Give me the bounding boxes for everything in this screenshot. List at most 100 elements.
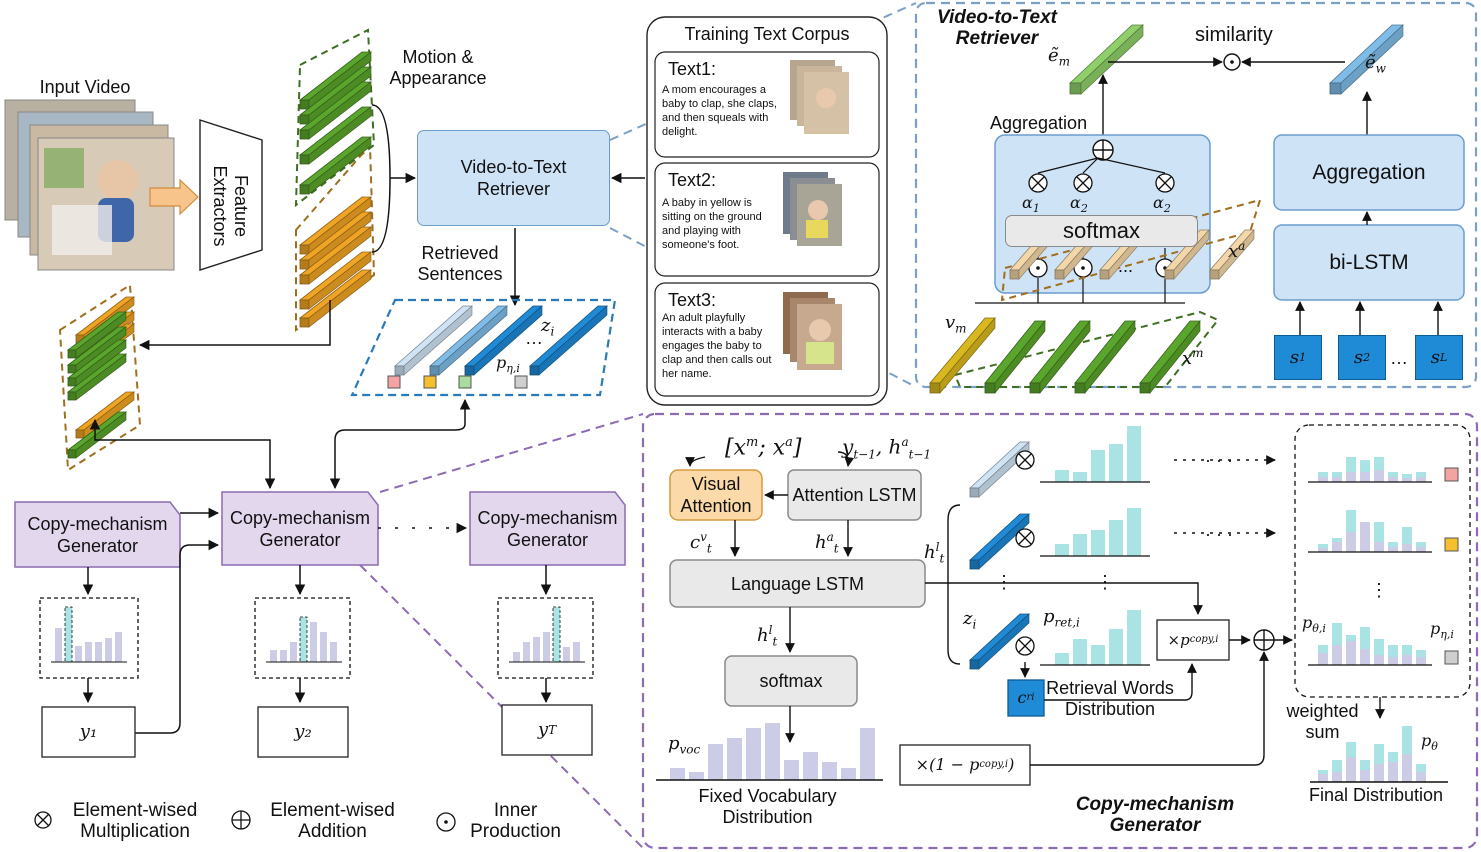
input-video-label: Input Video	[39, 77, 131, 97]
combined-motion-bar	[66, 353, 128, 401]
final-marker-gray	[1444, 650, 1459, 665]
final-lavender-bar	[1360, 649, 1370, 665]
input-video-frames	[4, 99, 175, 271]
final-lavender-bar	[1346, 641, 1356, 665]
mini-dist-highlight	[552, 606, 561, 663]
final-distribution-label: Final Distribution	[1308, 785, 1444, 805]
vocab-bar	[765, 723, 780, 780]
retrieval-word-bar	[1055, 544, 1069, 556]
mini-dist-bar	[280, 650, 287, 662]
corpus-thumbnails	[783, 60, 849, 370]
output-y1: y₁	[79, 721, 98, 742]
final-lavender-bar	[1318, 477, 1328, 482]
multiply-icon	[1155, 173, 1175, 193]
vm-bar	[929, 317, 996, 394]
mini-dist-bar	[320, 632, 327, 662]
softmax-copy-label: softmax	[759, 671, 823, 691]
xa-label: xa	[1228, 239, 1246, 262]
mini-dist-bar	[310, 622, 317, 662]
ctv-label: cvt	[690, 530, 712, 556]
xm-bar	[1139, 320, 1201, 394]
combined-motion-bar	[66, 326, 128, 374]
legend-inner-label: Inner Production	[470, 800, 561, 842]
motion-features	[298, 51, 373, 195]
generator-2-shape	[221, 491, 379, 566]
final-dist-lavender-bar	[1416, 772, 1426, 782]
alpha1: α1	[1022, 193, 1040, 216]
final-lavender-bar	[1332, 542, 1342, 552]
feature-extractors-label: Feature Extractors	[210, 165, 251, 247]
vocab-bar	[746, 728, 761, 780]
mini-dist-highlight	[64, 606, 73, 663]
retrieved-sentence-bar	[528, 305, 609, 376]
text2-body: A baby in yellow is sitting on the groun…	[662, 197, 762, 251]
vocab-bar	[670, 768, 685, 780]
final-teal-bar	[1360, 627, 1370, 665]
retrieved-sentences-label: Retrieved Sentences	[417, 243, 503, 284]
mini-dist-bar	[573, 642, 580, 662]
similarity-label: similarity	[1195, 24, 1273, 46]
softmax-retriever-box: softmax	[1005, 215, 1198, 247]
mini-dist-bar	[55, 628, 62, 662]
final-teal-bar	[1374, 522, 1384, 552]
cr-box	[1007, 679, 1045, 717]
final-teal-bar	[1374, 639, 1384, 665]
generator-3-label: Copy-mechanism Generator	[477, 507, 618, 550]
retrieved-marker-green	[458, 375, 472, 389]
retrieval-word-bar	[1073, 534, 1087, 556]
mini-dist-bar	[115, 632, 122, 662]
final-dist-lavender-bar	[1360, 770, 1370, 782]
final-lavender-bar	[1360, 522, 1370, 552]
s-dots: …	[1390, 348, 1408, 368]
final-lavender-bar	[1374, 655, 1384, 665]
hta-label: hat	[815, 530, 839, 556]
weighted-sum-label: weighted sum	[1286, 701, 1359, 742]
retrieval-word-bar	[1127, 426, 1141, 482]
retrieval-word-bar	[1073, 639, 1087, 665]
panel-link-3	[379, 413, 644, 493]
retrieval-word-bar	[1109, 520, 1123, 556]
final-lavender-bar	[1332, 645, 1342, 665]
xm-label: xm	[1182, 346, 1204, 369]
final-lavender-bar	[1318, 653, 1328, 665]
visual-attention-box	[669, 469, 763, 521]
retriever-panel-title: Video-to-Text Retriever	[937, 7, 1057, 49]
feature-extractor-shape	[199, 119, 263, 271]
xm-dashed	[953, 310, 1220, 388]
final-dists-dashed	[1294, 424, 1471, 698]
generator-1-shape	[14, 501, 181, 568]
final-lavender-bar	[1388, 477, 1398, 482]
p-eta-label: pη,i	[496, 353, 520, 376]
peta-i-label: pη,i	[1430, 619, 1454, 642]
final-teal-bar	[1346, 457, 1356, 482]
motion-feature-bar	[298, 66, 373, 125]
language-lstm-label: Language LSTM	[730, 573, 865, 594]
output-y1-box	[41, 706, 136, 758]
mini-dist-bar	[330, 642, 337, 662]
final-lavender-bar	[1374, 542, 1384, 552]
fixed-vocab-label: Fixed Vocabulary Distribution	[698, 786, 837, 827]
xa-dashed	[1000, 198, 1262, 302]
ptheta-i-label: pθ,i	[1302, 613, 1326, 636]
retrieved-sentence-bars	[393, 305, 609, 376]
em-label: ẽm	[1048, 45, 1071, 69]
retrieved-marker-red	[387, 375, 401, 389]
text2-name: Text2:	[668, 170, 717, 190]
final-lavender-bar	[1374, 470, 1384, 482]
final-dist-lavender-bar	[1332, 772, 1342, 782]
final-teal-bar	[1388, 645, 1398, 665]
z-bar	[968, 513, 1031, 570]
retrieval-word-bar	[1109, 444, 1123, 482]
motion-feature-bar	[298, 81, 373, 140]
final-dist-lavender-bar	[1374, 764, 1384, 782]
motion-feature-bar	[298, 51, 373, 110]
htl-label-b: hlt	[757, 623, 778, 649]
retrieval-word-bar	[1127, 508, 1141, 556]
final-dist-lavender-bar	[1318, 774, 1328, 782]
output-y2: y₂	[294, 721, 312, 742]
